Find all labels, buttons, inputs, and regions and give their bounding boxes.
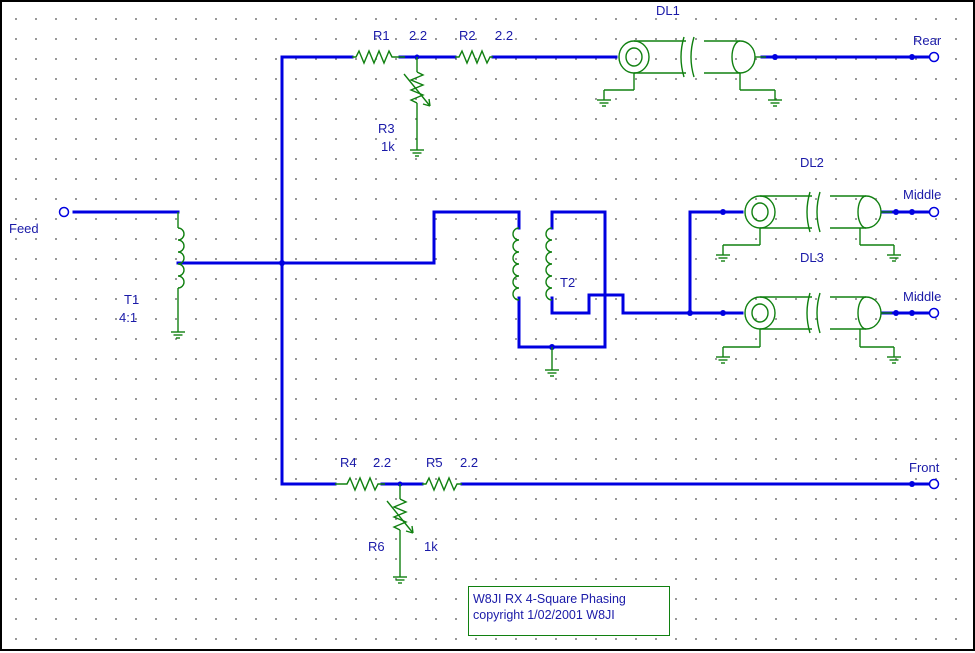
r1-ref: R1: [373, 28, 390, 43]
dl1-ref: DL1: [656, 3, 680, 18]
middle-label-1: Middle: [903, 187, 941, 202]
title-block: W8JI RX 4-Square Phasing copyright 1/02/…: [468, 586, 670, 636]
wires: [72, 55, 934, 486]
rear-label: Rear: [913, 33, 942, 48]
title-block-line-1: W8JI RX 4-Square Phasing: [473, 592, 626, 606]
r6-ref: R6: [368, 539, 385, 554]
transformer-t2: [512, 227, 560, 377]
front-label: Front: [909, 460, 940, 475]
potentiometer-r6: [386, 484, 414, 584]
resistor-r2: [455, 49, 493, 65]
junction-dots: [279, 54, 915, 487]
middle-label-2: Middle: [903, 289, 941, 304]
potentiometer-r3: [403, 57, 431, 157]
feed-terminal: [58, 206, 70, 218]
t1-ref: T1: [124, 292, 139, 307]
title-block-line-2: copyright 1/02/2001 W8JI: [473, 608, 615, 622]
delay-line-dl2: [715, 191, 902, 262]
resistor-r4: [335, 476, 385, 492]
middle-terminal-2: [928, 307, 940, 319]
front-terminal: [928, 478, 940, 490]
r5-ref: R5: [426, 455, 443, 470]
t2-ref: T2: [560, 275, 575, 290]
resistor-r1: [352, 49, 405, 65]
resistor-r5: [422, 476, 462, 492]
delay-line-dl3: [715, 292, 902, 364]
dl3-ref: DL3: [800, 250, 824, 265]
r2-ref: R2: [459, 28, 476, 43]
r3-value: 1k: [381, 139, 395, 154]
transformer-t1: [170, 212, 186, 339]
r1-value: 2.2: [409, 28, 427, 43]
r5-value: 2.2: [460, 455, 478, 470]
feed-label: Feed: [9, 221, 39, 236]
r3-ref: R3: [378, 121, 395, 136]
t1-value: 4:1: [119, 310, 137, 325]
r4-ref: R4: [340, 455, 357, 470]
r2-value: 2.2: [495, 28, 513, 43]
delay-line-dl1: [596, 36, 783, 107]
middle-terminal-1: [928, 206, 940, 218]
terminals: [58, 51, 940, 490]
r6-value: 1k: [424, 539, 438, 554]
dl2-ref: DL2: [800, 155, 824, 170]
rear-terminal: [928, 51, 940, 63]
r4-value: 2.2: [373, 455, 391, 470]
